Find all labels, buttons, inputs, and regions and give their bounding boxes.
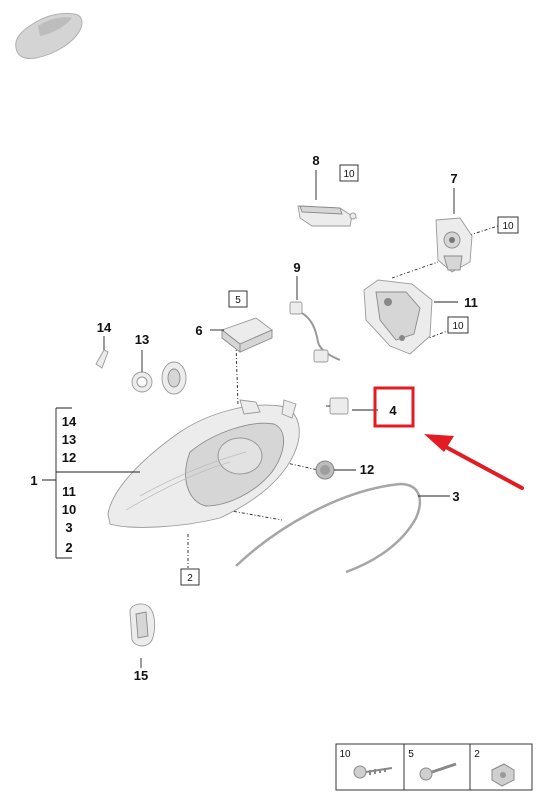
car-icon[interactable] <box>15 12 83 59</box>
bolt-icon <box>419 762 457 781</box>
part-8-module[interactable] <box>297 205 357 227</box>
box-5: 5 <box>235 295 241 306</box>
fastener-legend: 10 5 2 <box>335 743 533 791</box>
part-11-housing[interactable] <box>363 279 433 355</box>
label-15: 15 <box>134 668 148 683</box>
part-7-bracket[interactable] <box>435 217 473 273</box>
part-14-clip[interactable] <box>95 349 109 369</box>
legend-2: 2 <box>474 749 480 760</box>
legend-5: 5 <box>408 749 414 760</box>
bracket-item-13: 13 <box>62 432 76 447</box>
label-7: 7 <box>450 171 457 186</box>
bracket-item-3: 3 <box>65 520 72 535</box>
highlight-box <box>373 386 415 428</box>
label-11: 11 <box>464 295 478 310</box>
box-10-mid: 10 <box>452 321 464 332</box>
nut-icon <box>491 763 515 787</box>
label-13: 13 <box>135 332 149 347</box>
bracket-item-11: 11 <box>62 484 76 499</box>
box-10-top: 10 <box>343 169 355 180</box>
label-9: 9 <box>293 260 300 275</box>
bracket-item-12: 12 <box>62 450 76 465</box>
screw-icon <box>353 765 393 779</box>
legend-10: 10 <box>339 749 351 760</box>
bulb-cover[interactable] <box>161 361 187 395</box>
part-12-cap[interactable] <box>315 460 335 480</box>
label-3: 3 <box>452 489 459 504</box>
label-14: 14 <box>97 320 112 335</box>
part-9-wiring-harness[interactable] <box>289 301 341 363</box>
box-10-right: 10 <box>502 221 514 232</box>
box-2: 2 <box>187 573 193 584</box>
part-15-plug[interactable] <box>129 603 156 647</box>
red-arrow <box>424 434 524 490</box>
leader-lines <box>42 170 458 668</box>
headlight-assembly[interactable] <box>107 399 300 528</box>
part-3-seal[interactable] <box>235 482 421 574</box>
bracket-item-10: 10 <box>62 502 76 517</box>
part-13-grommet[interactable] <box>131 371 153 393</box>
label-4: 4 <box>389 403 397 418</box>
bracket-item-14: 14 <box>62 414 77 429</box>
bracket-item-2: 2 <box>65 540 72 555</box>
part-labels: 8 7 9 11 6 14 13 4 12 3 1 15 14 13 12 11… <box>30 153 477 683</box>
label-12: 12 <box>360 462 374 477</box>
label-8: 8 <box>312 153 319 168</box>
boxed-references: 10 10 10 5 2 <box>180 164 519 586</box>
part-6-control-unit[interactable] <box>221 317 273 353</box>
label-1: 1 <box>30 473 37 488</box>
label-6: 6 <box>195 323 202 338</box>
part-4-bulb[interactable] <box>326 397 349 415</box>
